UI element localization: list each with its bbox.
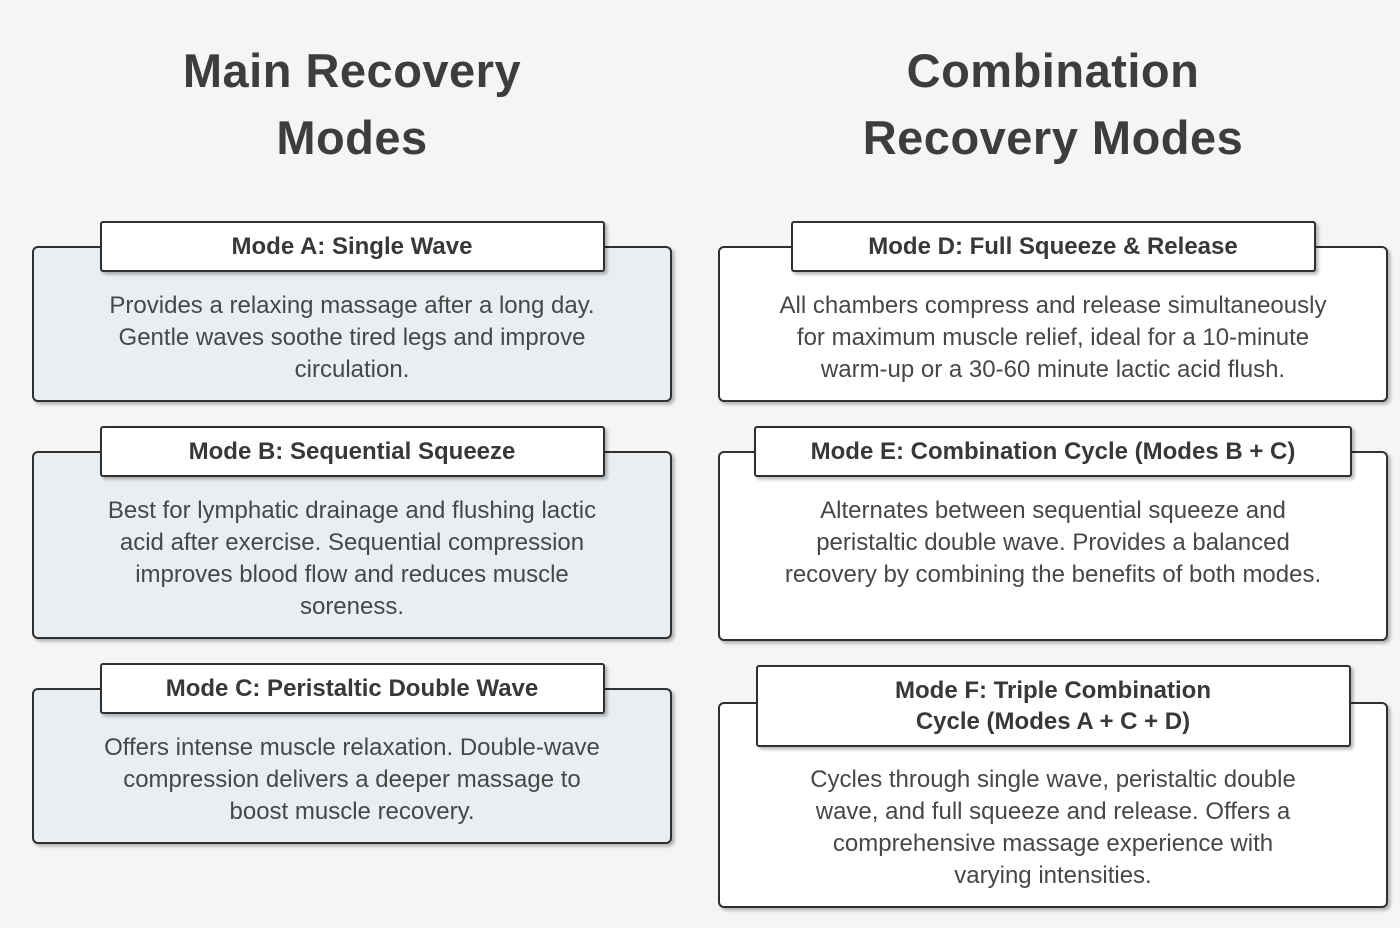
column-combination-recovery: Combination Recovery Modes Mode D: Full …: [718, 24, 1388, 928]
column-title-main-recovery: Main Recovery Modes: [182, 44, 522, 164]
mode-card-d: Mode D: Full Squeeze & Release All chamb…: [718, 221, 1388, 403]
mode-e-title: Mode E: Combination Cycle (Modes B + C): [754, 426, 1352, 478]
mode-card-c: Mode C: Peristaltic Double Wave Offers i…: [32, 663, 672, 845]
mode-e-description: Alternates between sequential squeeze an…: [718, 451, 1388, 642]
mode-a-title: Mode A: Single Wave: [99, 221, 605, 273]
mode-a-description: Provides a relaxing massage after a long…: [32, 246, 672, 403]
mode-f-title: Mode F: Triple Combination Cycle (Modes …: [755, 665, 1351, 748]
mode-card-a: Mode A: Single Wave Provides a relaxing …: [32, 221, 672, 403]
mode-c-description: Offers intense muscle relaxation. Double…: [32, 688, 672, 845]
mode-c-title: Mode C: Peristaltic Double Wave: [99, 663, 605, 715]
mode-b-title: Mode B: Sequential Squeeze: [99, 426, 605, 478]
mode-d-description: All chambers compress and release simult…: [718, 246, 1388, 403]
mode-b-description: Best for lymphatic drainage and flushing…: [32, 451, 672, 640]
column-main-recovery: Main Recovery Modes Mode A: Single Wave …: [32, 24, 672, 928]
mode-card-e: Mode E: Combination Cycle (Modes B + C) …: [718, 426, 1388, 642]
mode-card-f: Mode F: Triple Combination Cycle (Modes …: [718, 665, 1388, 909]
mode-card-b: Mode B: Sequential Squeeze Best for lymp…: [32, 426, 672, 640]
column-title-combination-recovery: Combination Recovery Modes: [862, 44, 1244, 164]
mode-d-title: Mode D: Full Squeeze & Release: [790, 221, 1316, 273]
